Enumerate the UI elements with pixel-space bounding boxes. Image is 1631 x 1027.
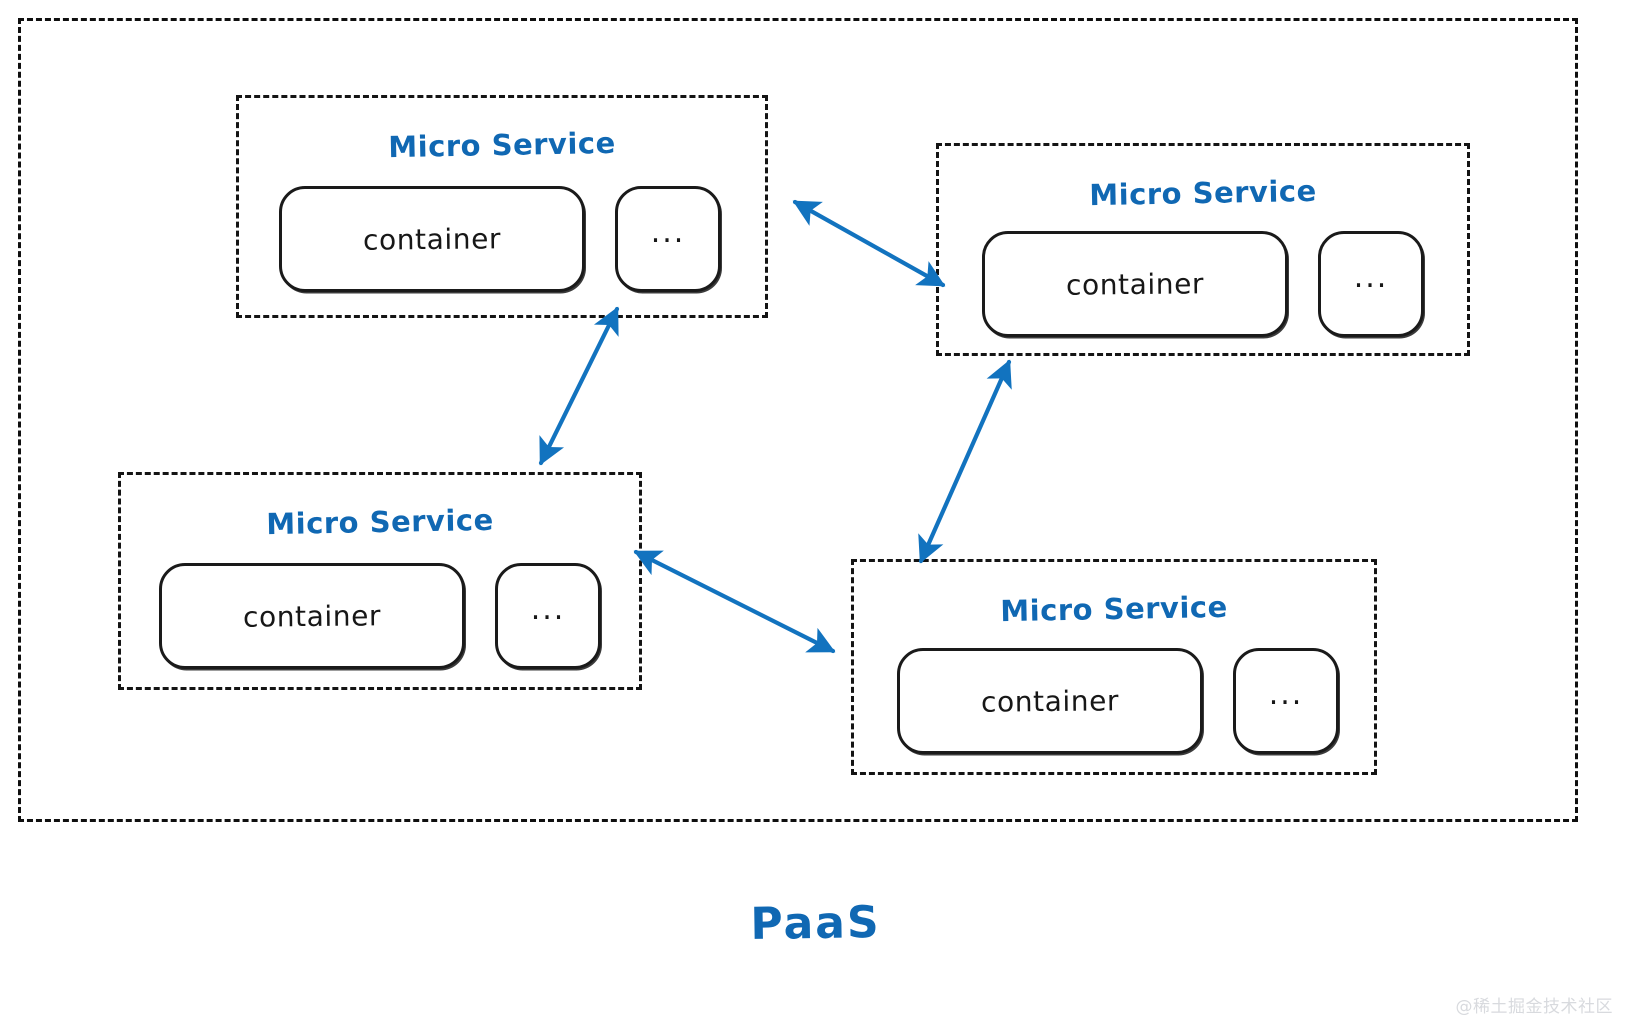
container-box-bottom-right[interactable]: container (897, 648, 1203, 754)
service-group-bottom-left[interactable]: Micro Service container ... (118, 472, 642, 690)
more-box-bottom-left[interactable]: ... (495, 563, 601, 669)
container-label: container (980, 683, 1120, 719)
service-title-bottom-left: Micro Service (266, 502, 494, 542)
more-box-bottom-right[interactable]: ... (1233, 648, 1339, 754)
service-title-top-left: Micro Service (388, 125, 616, 165)
service-group-top-right[interactable]: Micro Service container ... (936, 143, 1470, 356)
container-box-top-right[interactable]: container (982, 231, 1288, 337)
container-label: container (1065, 266, 1205, 302)
container-label: container (242, 598, 382, 634)
ellipsis-icon: ... (530, 592, 566, 627)
service-boxes-row-top-right: container ... (939, 231, 1510, 337)
container-box-bottom-left[interactable]: container (159, 563, 465, 669)
container-box-top-left[interactable]: container (279, 186, 585, 292)
ellipsis-icon: ... (1268, 677, 1304, 712)
service-boxes-row-top-left: container ... (239, 186, 805, 292)
paas-caption: PaaS (750, 897, 881, 950)
ellipsis-icon: ... (1353, 260, 1389, 295)
container-label: container (362, 221, 502, 257)
service-boxes-row-bottom-left: container ... (121, 563, 677, 669)
service-group-top-left[interactable]: Micro Service container ... (236, 95, 768, 318)
service-boxes-row-bottom-right: container ... (854, 648, 1417, 754)
service-title-top-right: Micro Service (1089, 173, 1317, 213)
more-box-top-left[interactable]: ... (615, 186, 721, 292)
watermark: @稀土掘金技术社区 (1455, 997, 1613, 1017)
more-box-top-right[interactable]: ... (1318, 231, 1424, 337)
service-title-bottom-right: Micro Service (1000, 589, 1228, 629)
paas-boundary (18, 18, 1578, 822)
service-group-bottom-right[interactable]: Micro Service container ... (851, 559, 1377, 775)
ellipsis-icon: ... (650, 215, 686, 250)
